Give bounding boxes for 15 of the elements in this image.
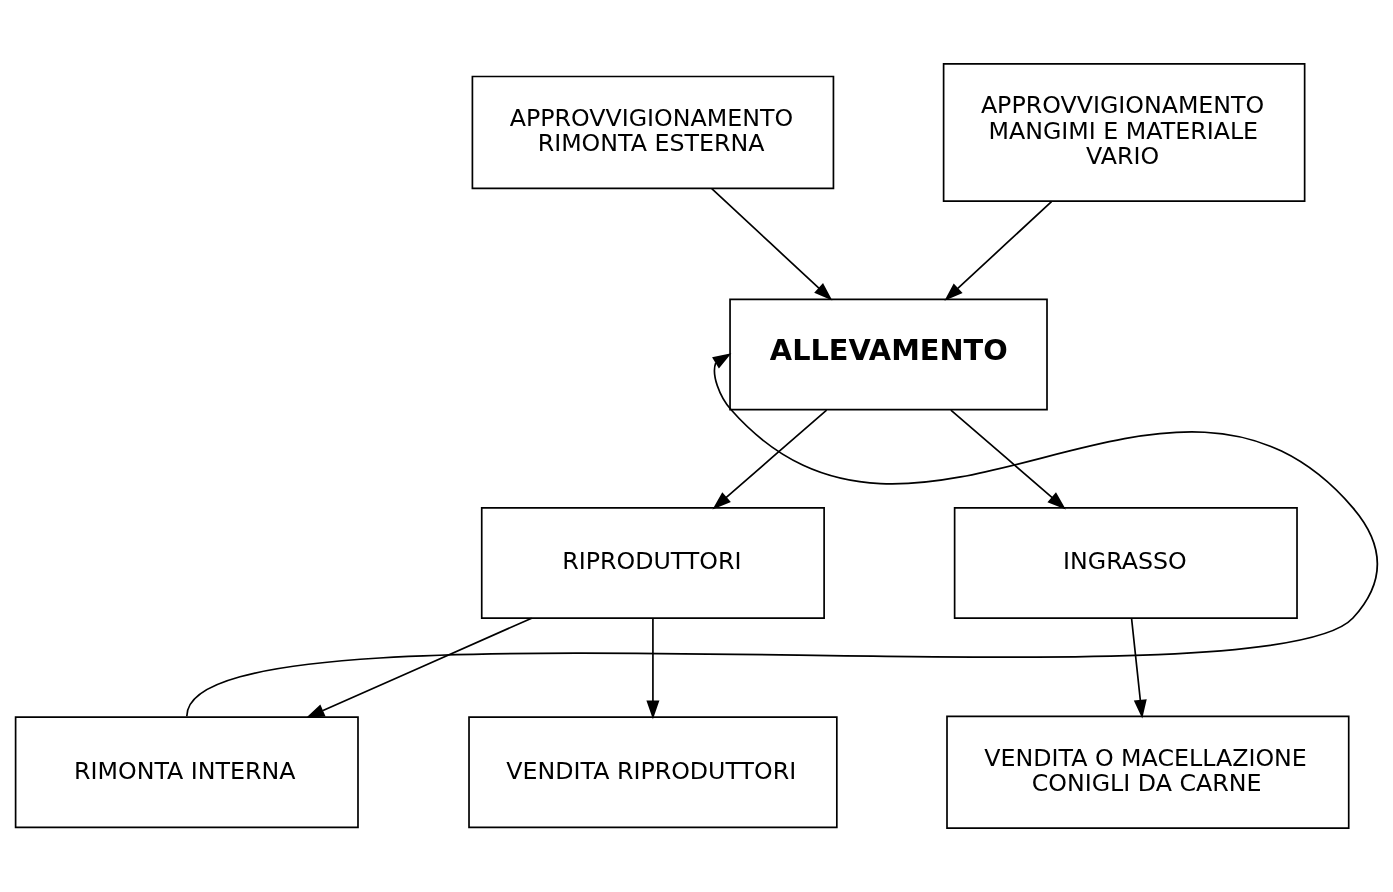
node-box: INGRASSO bbox=[953, 507, 1298, 619]
arrow bbox=[944, 200, 1053, 301]
arrow bbox=[646, 617, 660, 720]
node-box: VENDITA RIPRODUTTORI bbox=[468, 716, 838, 829]
arrow bbox=[710, 187, 833, 301]
node-box: APPROVVIGIONAMENTO RIMONTA ESTERNA bbox=[471, 75, 835, 190]
arrow bbox=[305, 617, 533, 718]
node-box: RIMONTA INTERNA bbox=[14, 716, 359, 829]
node-box: APPROVVIGIONAMENTO MANGIMI E MATERIALE VARIO bbox=[942, 62, 1306, 202]
node-box: ALLEVAMENTO bbox=[729, 298, 1048, 411]
arrow bbox=[712, 409, 828, 510]
node-box: VENDITA O MACELLAZIONE CONIGLI DA CARNE bbox=[946, 715, 1350, 830]
node-box: RIPRODUTTORI bbox=[480, 507, 825, 619]
arrow bbox=[950, 409, 1066, 510]
arrow bbox=[1130, 617, 1147, 719]
